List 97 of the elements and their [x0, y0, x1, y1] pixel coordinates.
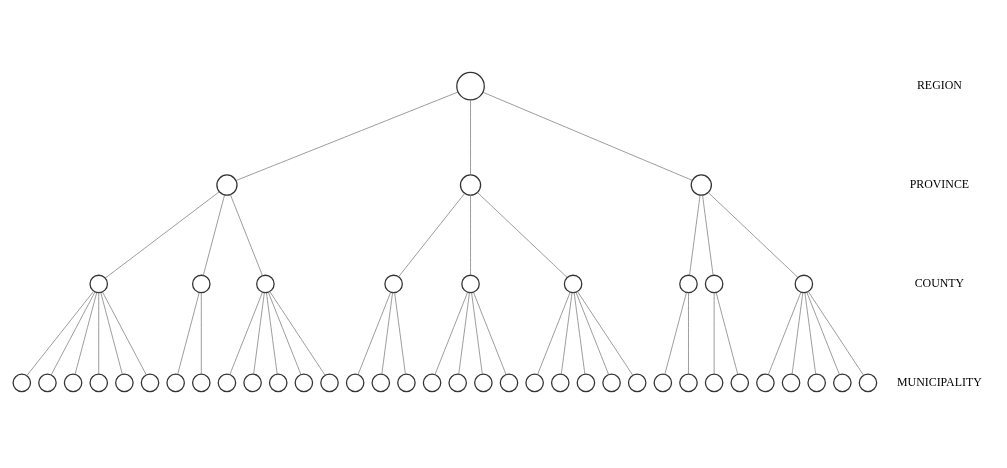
connector — [230, 193, 263, 276]
label: COUNTY — [914, 275, 965, 290]
node-circle — [833, 373, 852, 392]
node-circle — [397, 373, 416, 392]
connector — [200, 291, 202, 374]
node-circle — [140, 373, 160, 392]
connector — [470, 99, 471, 175]
node-circle — [730, 373, 750, 392]
node-circle — [89, 373, 109, 392]
node-circle — [499, 373, 519, 392]
node-circle — [563, 274, 583, 293]
connector — [434, 291, 468, 375]
node-circle — [781, 373, 801, 392]
connector — [229, 291, 263, 375]
connector — [807, 290, 864, 376]
connector — [458, 291, 470, 374]
connector — [791, 291, 804, 374]
connector — [804, 291, 817, 374]
connector — [98, 291, 100, 374]
connector — [577, 290, 634, 376]
connector — [50, 290, 96, 375]
node-circle — [459, 173, 482, 196]
node-circle — [243, 373, 262, 392]
connector — [104, 190, 220, 278]
node-circle — [89, 274, 109, 293]
node-circle — [690, 173, 712, 196]
connector — [473, 291, 507, 375]
node-circle — [653, 373, 673, 392]
node-circle — [704, 274, 724, 293]
connector — [394, 291, 406, 374]
node-circle — [794, 274, 814, 293]
connector — [689, 194, 701, 276]
connector — [267, 291, 302, 375]
connector — [573, 291, 586, 374]
connector — [537, 291, 571, 375]
node-circle — [115, 373, 134, 392]
connector — [471, 291, 483, 374]
node-circle — [268, 373, 288, 392]
connector — [202, 194, 225, 276]
node-circle — [12, 373, 32, 392]
node-circle — [807, 373, 827, 392]
connector — [26, 290, 95, 376]
connector — [235, 91, 459, 181]
node-circle — [461, 274, 480, 293]
node-circle — [627, 373, 647, 392]
node-circle — [191, 373, 211, 392]
connector — [477, 191, 568, 278]
connector — [102, 290, 147, 375]
label: PROVINCE — [909, 176, 970, 191]
node-circle — [371, 373, 391, 392]
node-circle — [216, 173, 238, 196]
node-circle — [217, 373, 237, 392]
node-circle — [448, 373, 468, 392]
connector — [253, 291, 265, 374]
node-circle — [294, 373, 314, 392]
label: REGION — [916, 77, 962, 92]
node-circle — [756, 373, 775, 392]
node-circle — [191, 274, 211, 293]
label: MUNICIPALITY — [897, 374, 982, 389]
connector — [560, 291, 573, 374]
connector — [381, 291, 393, 374]
node-circle — [345, 373, 365, 392]
node-circle — [256, 274, 275, 293]
node-circle — [679, 373, 698, 392]
node-circle — [858, 373, 878, 392]
node-circle — [576, 373, 596, 392]
connector — [702, 194, 714, 276]
connector — [767, 291, 802, 375]
node-circle — [679, 274, 698, 293]
connector — [715, 291, 739, 375]
connector — [708, 191, 799, 278]
connector — [177, 291, 200, 375]
connector — [74, 291, 98, 375]
connector — [357, 291, 392, 375]
connector — [575, 291, 609, 375]
node-circle — [550, 373, 570, 392]
node-circle — [456, 71, 485, 100]
node-circle — [320, 373, 339, 392]
connector — [482, 91, 693, 181]
node-circle — [474, 373, 493, 392]
connector — [100, 291, 123, 375]
connector — [398, 192, 465, 277]
connector — [713, 291, 715, 374]
connector — [688, 291, 689, 374]
connector — [269, 290, 326, 376]
connector — [664, 291, 687, 375]
node-circle — [704, 373, 724, 392]
node-circle — [525, 373, 544, 392]
connector — [470, 194, 471, 275]
connector — [806, 291, 840, 375]
connector — [266, 291, 278, 374]
node-circle — [63, 373, 83, 392]
node-circle — [422, 373, 442, 392]
node-circle — [384, 274, 403, 293]
node-circle — [166, 373, 185, 392]
node-circle — [38, 373, 57, 392]
node-circle — [602, 373, 621, 392]
